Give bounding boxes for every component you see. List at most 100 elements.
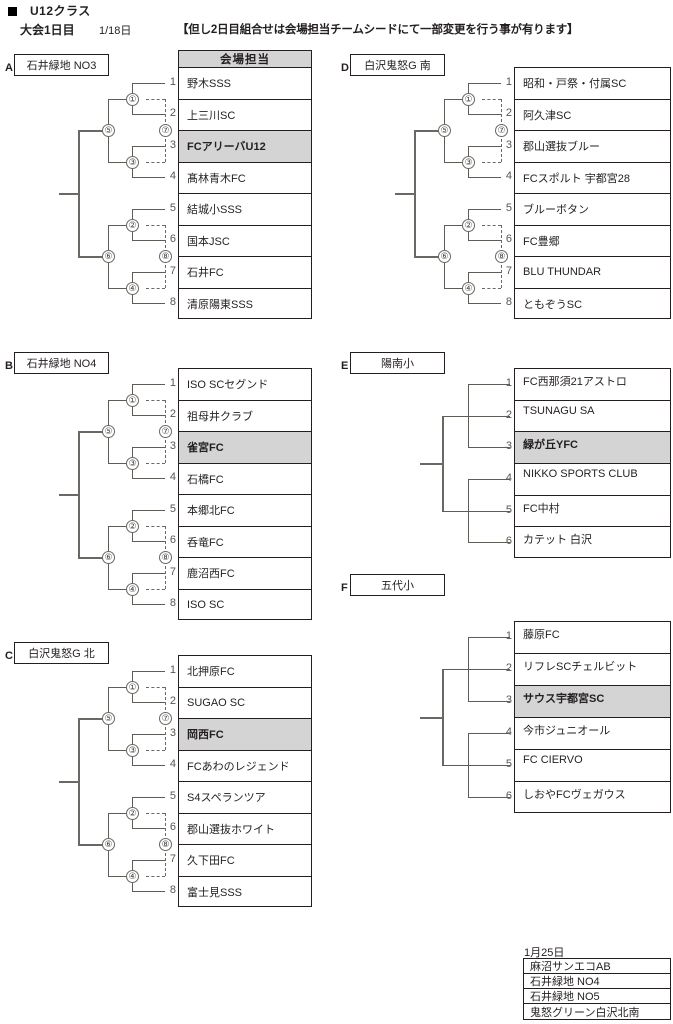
footer-venue-row[interactable]: 鬼怒グリーン白沢北南	[530, 1006, 640, 1019]
bracket-dash	[146, 525, 165, 527]
bracket-line	[132, 145, 165, 147]
team-row[interactable]: しおやFCヴェガウス	[523, 789, 626, 801]
team-row[interactable]: 石井FC	[179, 257, 311, 289]
match-number-1: ①	[126, 393, 139, 407]
bracket-line	[444, 224, 468, 226]
footer-venue-row[interactable]: 石井緑地 NO5	[524, 989, 670, 1004]
seed-number: 3	[505, 694, 512, 706]
team-row[interactable]: リフレSCチェルビット	[515, 654, 670, 686]
team-row[interactable]: 岡西FC	[179, 719, 311, 751]
team-row[interactable]: 昭和・戸祭・付属SC	[515, 68, 670, 100]
team-row[interactable]: 今市ジュニオール	[515, 718, 670, 750]
seed-number: 5	[169, 201, 176, 214]
team-row[interactable]: NIKKO SPORTS CLUB	[515, 464, 670, 496]
team-row[interactable]: 石橋FC	[179, 464, 311, 495]
team-row[interactable]: FCあわのレジェンド	[179, 751, 311, 782]
match-number-5: ⑤	[438, 124, 451, 137]
bracket-line	[444, 98, 468, 100]
team-row[interactable]: 富士見SSS	[187, 887, 243, 900]
team-row[interactable]: 郡山選抜ブルー	[515, 131, 670, 163]
venue-box-a[interactable]: 石井緑地 NO3	[14, 54, 109, 76]
bracket-line	[442, 415, 510, 417]
seed-number: 4	[505, 471, 512, 484]
team-row[interactable]: SUGAO SC	[179, 688, 311, 719]
tournament-day-label: 大会1日目	[20, 23, 75, 37]
bracket-line	[78, 844, 108, 846]
venue-box-e[interactable]: 陽南小	[350, 352, 445, 374]
team-row[interactable]: FC中村	[515, 496, 670, 528]
match-number-7: ⑦	[159, 712, 172, 725]
match-number-4: ④	[462, 281, 475, 295]
seed-number: 3	[169, 726, 176, 739]
bracket-line	[442, 765, 510, 766]
venue-box-b[interactable]: 石井緑地 NO4	[14, 352, 109, 374]
seed-number: 6	[505, 790, 512, 802]
bracket-line	[108, 749, 132, 751]
group-letter-b: B	[5, 360, 13, 372]
team-row[interactable]: 国本JSC	[179, 226, 311, 257]
bracket-line	[468, 114, 501, 116]
team-row[interactable]: TSUNAGU SA	[515, 401, 670, 433]
team-row[interactable]: 郡山選抜ホワイト	[179, 814, 311, 845]
footer-venue-row[interactable]: 麻沼サンエコAB	[524, 959, 670, 974]
venue-box-c[interactable]: 白沢鬼怒G 北	[14, 642, 109, 664]
team-row[interactable]: 呑竜FC	[179, 527, 311, 558]
team-row[interactable]: ともぞうSC	[523, 299, 583, 312]
team-row[interactable]: FCアリーバU12	[179, 131, 311, 163]
team-row[interactable]: FCスポルト 宇都宮28	[515, 163, 670, 194]
bracket-line	[132, 670, 165, 672]
team-row[interactable]: サウス宇都宮SC	[515, 686, 670, 718]
team-row[interactable]: BLU THUNDAR	[515, 257, 670, 289]
team-row[interactable]: ISO SCセグンド	[179, 369, 311, 401]
bracket-line	[414, 130, 416, 256]
bracket-line	[108, 399, 132, 401]
bracket-line	[132, 509, 165, 511]
seed-number: 4	[505, 170, 512, 183]
bracket-dash	[146, 98, 165, 100]
team-row[interactable]: 祖母井クラブ	[179, 401, 311, 432]
team-row[interactable]: 藤原FC	[515, 622, 670, 654]
team-row[interactable]: 上三川SC	[179, 100, 311, 131]
match-number-3: ③	[462, 155, 475, 169]
match-number-8: ⑧	[159, 551, 172, 564]
team-row[interactable]: FC CIERVO	[515, 750, 670, 782]
bracket-line	[78, 557, 108, 559]
bracket-line	[468, 637, 510, 638]
seed-number: 2	[505, 662, 512, 674]
bracket-line	[468, 447, 510, 449]
team-row[interactable]: 緑が丘YFC	[515, 432, 670, 464]
team-row[interactable]: 本郷北FC	[179, 495, 311, 527]
bracket-dash	[146, 588, 165, 590]
team-row[interactable]: 雀宮FC	[179, 432, 311, 464]
team-row[interactable]: S4スペランツア	[179, 782, 311, 814]
match-number-1: ①	[126, 92, 139, 106]
team-row[interactable]: 結城小SSS	[179, 194, 311, 226]
team-row[interactable]: FC豊郷	[515, 226, 670, 257]
footer-venue-row[interactable]: 石井緑地 NO4	[524, 974, 670, 989]
bracket-line	[468, 177, 501, 179]
match-number-4: ④	[126, 869, 139, 883]
seed-number: 2	[169, 107, 176, 120]
team-row[interactable]: 久下田FC	[179, 845, 311, 877]
match-number-7: ⑦	[159, 124, 172, 137]
team-row[interactable]: 北押原FC	[179, 656, 311, 688]
team-row[interactable]: 清原陽東SSS	[187, 299, 254, 312]
team-row[interactable]: FC西那須21アストロ	[515, 369, 670, 401]
team-row[interactable]: 髙林青木FC	[179, 163, 311, 194]
team-row[interactable]: ISO SC	[187, 599, 225, 612]
team-row[interactable]: 鹿沼西FC	[179, 558, 311, 590]
bracket-line	[468, 542, 510, 544]
bracket-line	[132, 383, 165, 385]
team-row[interactable]: 野木SSS	[179, 68, 311, 100]
team-row[interactable]: ブルーボタン	[515, 194, 670, 226]
team-row[interactable]: カテット 白沢	[523, 534, 593, 547]
venue-box-f[interactable]: 五代小	[350, 574, 445, 596]
bracket-line	[132, 303, 165, 305]
venue-box-d[interactable]: 白沢鬼怒G 南	[350, 54, 445, 76]
seed-number: 5	[169, 789, 176, 802]
bracket-dash	[146, 749, 165, 751]
team-row[interactable]: 阿久津SC	[515, 100, 670, 131]
